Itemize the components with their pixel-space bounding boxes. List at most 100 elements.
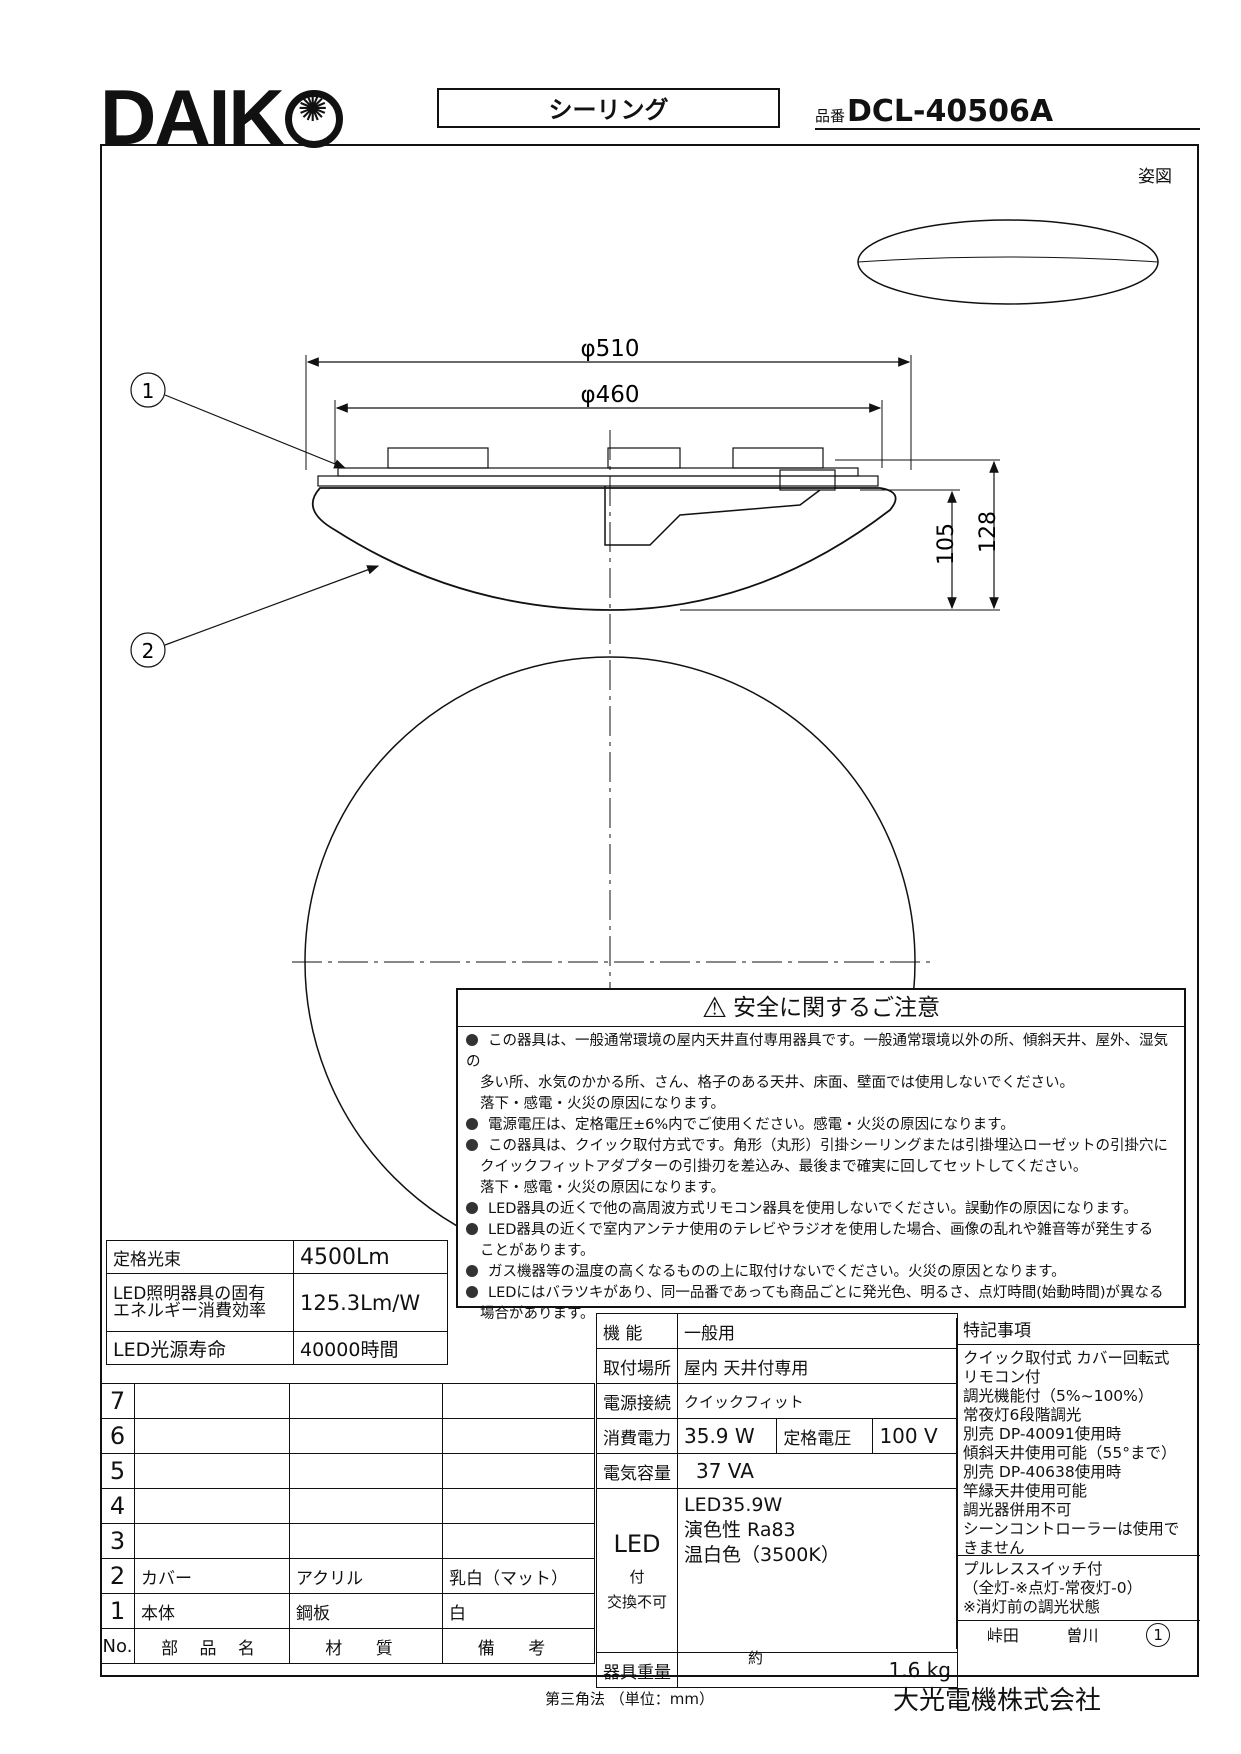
caution-line: LEDにはバラツキがあり、同一品番であっても商品ごとに発光色、明るさ、点灯時間(… bbox=[466, 1283, 1174, 1304]
perspective-view bbox=[857, 219, 1159, 305]
callout-1: 1 bbox=[142, 379, 155, 403]
bullet-icon bbox=[466, 1265, 478, 1277]
parts-row: 4 bbox=[100, 1488, 595, 1524]
parts-cell-material bbox=[289, 1523, 443, 1559]
parts-row: 3 bbox=[100, 1523, 595, 1559]
led-spec-cell: LED35.9W 演色性 Ra83 温白色（3500K） bbox=[677, 1488, 958, 1653]
notes-title: 特記事項 bbox=[957, 1318, 1200, 1345]
parts-cell-material: アクリル bbox=[289, 1558, 443, 1594]
capacity-value: 37 VA bbox=[677, 1453, 958, 1489]
dim-128: 128 bbox=[976, 511, 1001, 553]
sign-row: 峠田 曽川 1 bbox=[957, 1621, 1200, 1649]
parts-cell-name bbox=[134, 1523, 290, 1559]
parts-cell-note: 白 bbox=[442, 1593, 595, 1629]
function-value: 一般用 bbox=[677, 1313, 958, 1349]
daiko-logo: DAIK bbox=[100, 78, 343, 156]
caution-line: 場合があります。 bbox=[480, 1306, 595, 1322]
parts-cell-note bbox=[442, 1453, 595, 1489]
parts-cell-no: 3 bbox=[100, 1523, 135, 1559]
note-line: 調光器併用不可 bbox=[963, 1501, 1072, 1519]
callout-2: 2 bbox=[142, 639, 155, 663]
caution-line: 電源電圧は、定格電圧±6%内でご使用ください。感電・火災の原因になります。 bbox=[466, 1115, 1174, 1136]
capacity-label: 電気容量 bbox=[596, 1453, 678, 1489]
parts-cell-note bbox=[442, 1383, 595, 1419]
parts-row: 5 bbox=[100, 1453, 595, 1489]
rated-voltage-value: 100 V bbox=[872, 1418, 958, 1454]
parts-header-note: 備 考 bbox=[442, 1628, 595, 1664]
parts-cell-material bbox=[289, 1383, 443, 1419]
parts-cell-material bbox=[289, 1488, 443, 1524]
efficiency: 125.3Lm/W bbox=[293, 1273, 448, 1332]
note-line: リモコン付 bbox=[963, 1368, 1041, 1386]
parts-cell-note bbox=[442, 1418, 595, 1454]
parts-cell-no: 5 bbox=[100, 1453, 135, 1489]
parts-cell-no: 2 bbox=[100, 1558, 135, 1594]
caution-title: ⚠安全に関するご注意 bbox=[458, 990, 1184, 1027]
switch-line: ※消灯前の調光状態 bbox=[963, 1598, 1100, 1616]
power-conn-value: クイックフィット bbox=[677, 1383, 958, 1419]
note-line: 別売 DP-40638使用時 bbox=[963, 1463, 1122, 1481]
life: 40000時間 bbox=[293, 1331, 448, 1365]
led-label-cell: LED 付 交換不可 bbox=[596, 1488, 678, 1653]
parts-cell-material bbox=[289, 1418, 443, 1454]
notes-column: 特記事項 クイック取付式 カバー回転式リモコン付調光機能付（5%~100%）常夜… bbox=[956, 1318, 1200, 1649]
note-line: 調光機能付（5%~100%） bbox=[963, 1387, 1154, 1405]
consumption-value: 35.9 W bbox=[676, 1418, 778, 1454]
rated-voltage-label: 定格電圧 bbox=[776, 1418, 874, 1454]
logo-text: DAIK bbox=[100, 73, 285, 161]
bullet-icon bbox=[466, 1139, 478, 1151]
sign-2: 曽川 bbox=[1066, 1625, 1099, 1645]
mount-label: 取付場所 bbox=[596, 1348, 678, 1384]
bullet-icon bbox=[466, 1286, 478, 1298]
caution-line: ガス機器等の温度の高くなるものの上に取付けないでください。火災の原因となります。 bbox=[466, 1262, 1174, 1283]
parts-cell-material bbox=[289, 1453, 443, 1489]
view-label: 姿図 bbox=[1138, 167, 1172, 187]
parts-cell-no: 6 bbox=[100, 1418, 135, 1454]
parts-cell-name: 本体 bbox=[134, 1593, 290, 1629]
projection-note: 第三角法 （単位：mm） bbox=[545, 1690, 714, 1708]
note-line: 常夜灯6段階調光 bbox=[963, 1406, 1082, 1424]
caution-line: クイックフィットアダプターの引掛刃を差込み、最後まで確実に回してセットしてくださ… bbox=[480, 1159, 1088, 1175]
parts-header-material: 材 質 bbox=[289, 1628, 443, 1664]
caution-line: この器具は、クイック取付方式です。角形（丸形）引掛シーリングまたは引掛埋込ローゼ… bbox=[466, 1136, 1174, 1157]
caution-line: LED器具の近くで室内アンテナ使用のテレビやラジオを使用した場合、画像の乱れや雑… bbox=[466, 1220, 1174, 1241]
parts-cell-name bbox=[134, 1418, 290, 1454]
parts-cell-material: 鋼板 bbox=[289, 1593, 443, 1629]
parts-cell-no: 4 bbox=[100, 1488, 135, 1524]
mount-value: 屋内 天井付専用 bbox=[677, 1348, 958, 1384]
note-line: シーンコントローラーは使用できません bbox=[963, 1520, 1180, 1557]
rated-flux-label: 定格光束 bbox=[106, 1240, 294, 1274]
caution-line: LED器具の近くで他の高周波方式リモコン器具を使用しないでください。誤動作の原因… bbox=[466, 1199, 1174, 1220]
parts-cell-note: 乳白（マット） bbox=[442, 1558, 595, 1594]
bullet-icon bbox=[466, 1202, 478, 1214]
function-label: 機 能 bbox=[596, 1313, 678, 1349]
shade-outline bbox=[311, 487, 897, 611]
sign-1: 峠田 bbox=[986, 1625, 1019, 1645]
parts-row: 6 bbox=[100, 1418, 595, 1454]
revision-badge: 1 bbox=[1146, 1623, 1171, 1647]
parts-header-name: 部 品 名 bbox=[134, 1628, 290, 1664]
caution-line: 多い所、水気のかかる所、さん、格子のある天井、床面、壁面では使用しないでください… bbox=[480, 1075, 1075, 1091]
caution-line: 落下・感電・火災の原因になります。 bbox=[480, 1180, 726, 1196]
caution-line: この器具は、一般通常環境の屋内天井直付専用器具です。一般通常環境以外の所、傾斜天… bbox=[466, 1033, 1169, 1070]
warning-triangle-icon: ⚠ bbox=[701, 991, 728, 1024]
note-line: クイック取付式 カバー回転式 bbox=[963, 1349, 1170, 1367]
caution-line: ことがあります。 bbox=[480, 1243, 595, 1259]
switch-lines: プルレススイッチ付（全灯-※点灯-常夜灯-0）※消灯前の調光状態 bbox=[957, 1556, 1200, 1621]
weight-label: 器具重量 bbox=[596, 1652, 678, 1688]
hinban-field: 品番DCL-40506A bbox=[815, 94, 1200, 130]
dim-d510: φ510 bbox=[580, 336, 639, 362]
caution-body: この器具は、一般通常環境の屋内天井直付専用器具です。一般通常環境以外の所、傾斜天… bbox=[458, 1027, 1184, 1325]
hinban-value: DCL-40506A bbox=[847, 94, 1054, 129]
company-name: 大光電機株式会社 bbox=[893, 1686, 1102, 1716]
parts-cell-note bbox=[442, 1523, 595, 1559]
note-line: 傾斜天井使用可能（55°まで） bbox=[963, 1444, 1177, 1462]
dim-105: 105 bbox=[934, 523, 959, 565]
parts-cell-name bbox=[134, 1488, 290, 1524]
hinban-label: 品番 bbox=[815, 107, 846, 125]
